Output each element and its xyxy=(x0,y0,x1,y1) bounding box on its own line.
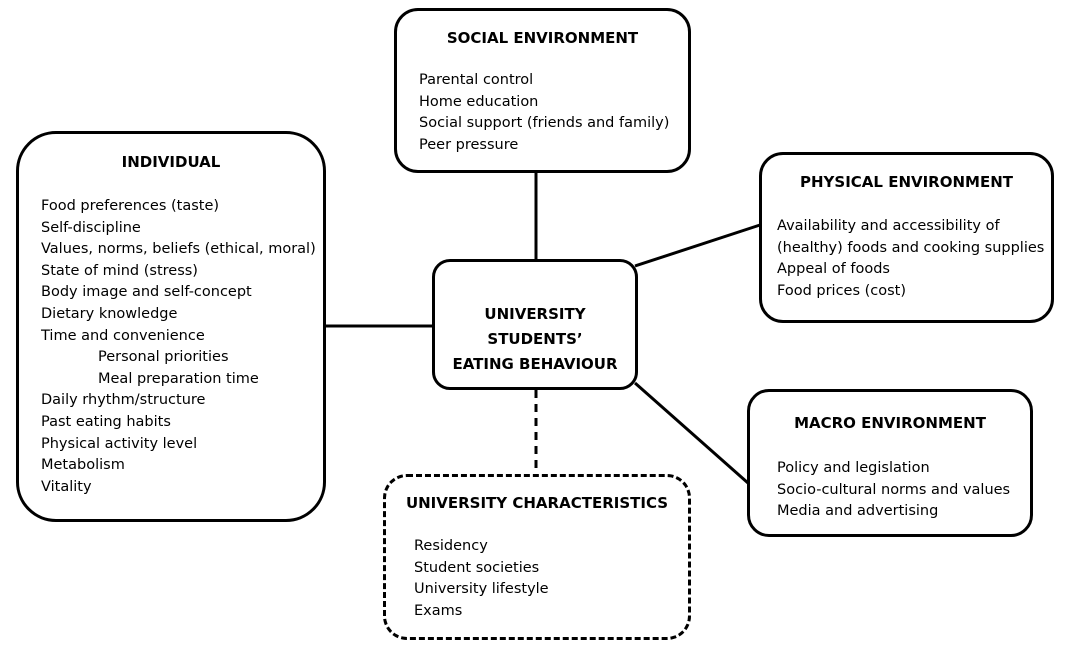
list-item: Time and convenience xyxy=(41,327,205,344)
list-item: Socio-cultural norms and values xyxy=(777,481,1011,498)
connector-physical xyxy=(634,223,761,268)
list-item: Student societies xyxy=(414,559,540,576)
list-item: Residency xyxy=(414,538,488,554)
list-item: Home education xyxy=(419,93,539,110)
list-item: Physical activity level xyxy=(41,435,198,452)
list-item: Social support (friends and family) xyxy=(419,115,670,132)
list-item: University lifestyle xyxy=(414,581,549,598)
list-item: Policy and legislation xyxy=(777,460,930,476)
individual-list: Food preferences (taste) Self-discipline… xyxy=(41,196,316,498)
social-environment-list: Parental control Home education Social s… xyxy=(419,70,669,156)
list-item: Exams xyxy=(414,602,463,619)
university-characteristics-list: Residency Student societies University l… xyxy=(414,536,549,622)
university-characteristics-title: UNIVERSITY CHARACTERISTICS xyxy=(405,494,669,512)
physical-environment-title: PHYSICAL ENVIRONMENT xyxy=(800,173,1013,191)
list-item: Self-discipline xyxy=(41,219,141,236)
list-item: Vitality xyxy=(41,478,92,495)
social-environment-title: SOCIAL ENVIRONMENT xyxy=(446,29,639,47)
central-concept-box: UNIVERSITY STUDENTS’ EATING BEHAVIOUR xyxy=(432,259,638,390)
list-subitem: Personal priorities xyxy=(98,349,229,366)
list-item: Food prices (cost) xyxy=(777,282,907,299)
list-item: State of mind (stress) xyxy=(41,262,198,279)
connector-macro xyxy=(634,381,749,485)
list-item: Dietary knowledge xyxy=(41,305,178,322)
list-item: Peer pressure xyxy=(419,136,519,153)
central-concept-line-2: EATING BEHAVIOUR xyxy=(452,355,618,373)
physical-environment-list: Availability and accessibility of (healt… xyxy=(777,216,1044,302)
physical-environment-box: PHYSICAL ENVIRONMENT Availability and ac… xyxy=(759,152,1054,323)
list-item: Daily rhythm/structure xyxy=(41,392,206,409)
list-item: Metabolism xyxy=(41,457,125,474)
list-item: Body image and self-concept xyxy=(41,284,252,301)
individual-box: INDIVIDUAL Food preferences (taste) Self… xyxy=(16,131,326,522)
individual-title: INDIVIDUAL xyxy=(121,153,221,171)
university-characteristics-box: UNIVERSITY CHARACTERISTICS Residency Stu… xyxy=(383,474,691,640)
list-item: Food preferences (taste) xyxy=(41,198,220,214)
macro-environment-list: Policy and legislation Socio-cultural no… xyxy=(777,458,1010,523)
list-item: Past eating habits xyxy=(41,413,171,430)
central-concept-line-1: UNIVERSITY STUDENTS’ xyxy=(484,305,586,348)
list-subitem: Meal preparation time xyxy=(98,370,259,387)
central-concept-title: UNIVERSITY STUDENTS’ EATING BEHAVIOUR xyxy=(435,302,635,377)
social-environment-box: SOCIAL ENVIRONMENT Parental control Home… xyxy=(394,8,691,173)
macro-environment-box: MACRO ENVIRONMENT Policy and legislation… xyxy=(747,389,1033,537)
list-item: Appeal of foods xyxy=(777,261,890,278)
list-item: Media and advertising xyxy=(777,503,939,520)
list-item: Parental control xyxy=(419,72,534,88)
list-item: Values, norms, beliefs (ethical, moral) xyxy=(41,241,316,258)
list-item: (healthy) foods and cooking supplies xyxy=(777,239,1045,256)
list-item: Availability and accessibility of xyxy=(777,218,1000,234)
macro-environment-title: MACRO ENVIRONMENT xyxy=(794,414,986,432)
